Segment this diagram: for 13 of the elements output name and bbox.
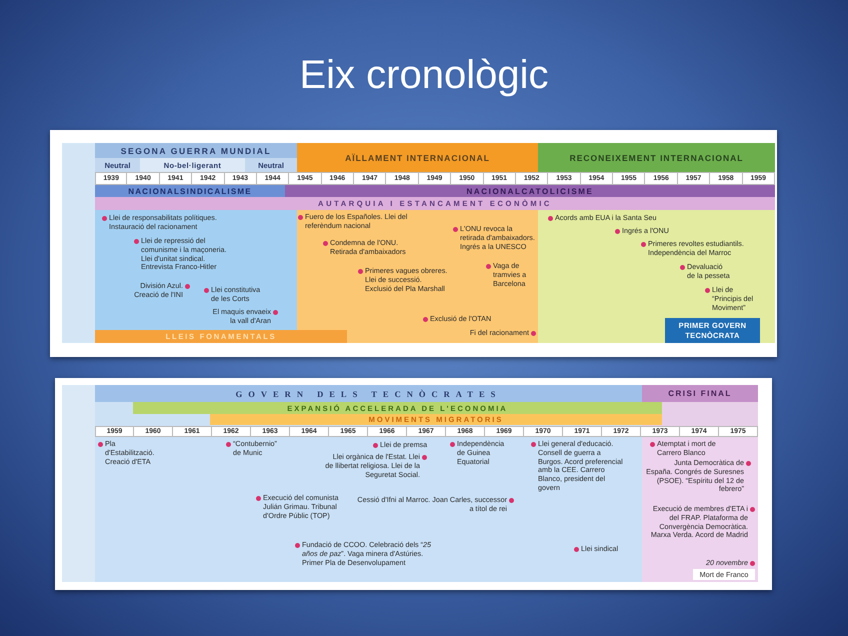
period-area bbox=[538, 210, 775, 343]
period-band: CRISI FINAL bbox=[642, 385, 758, 402]
period-band: NACIONALCATOLICISME bbox=[285, 185, 775, 197]
period-band: NACIONALSINDICALISME bbox=[95, 185, 285, 197]
period-band: GOVERN DELS TECNÒCRATES bbox=[95, 385, 642, 402]
period-band: SEGONA GUERRA MUNDIAL bbox=[95, 143, 297, 158]
period-area bbox=[297, 210, 538, 343]
period-area bbox=[95, 210, 297, 330]
period-area bbox=[642, 437, 758, 582]
slide-title: Eix cronològic bbox=[300, 52, 548, 98]
period-band: RECONEIXEMENT INTERNACIONAL bbox=[538, 143, 775, 172]
period-area bbox=[95, 437, 642, 582]
period-band: AÏLLAMENT INTERNACIONAL bbox=[297, 143, 538, 172]
